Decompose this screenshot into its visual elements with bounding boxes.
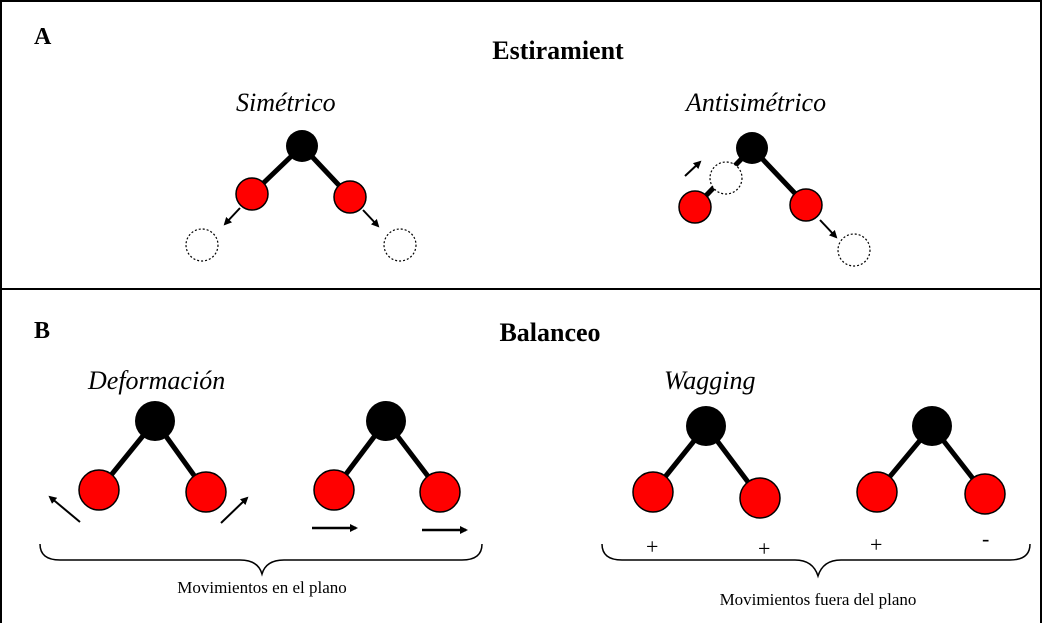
displaced-atom — [185, 228, 219, 262]
displaced-atom — [837, 233, 871, 267]
central-atom — [286, 130, 318, 162]
molecule-deformation-2 — [312, 401, 468, 534]
outer-atom — [964, 473, 1006, 515]
panel-a-letter: A — [34, 24, 52, 50]
central-atom — [135, 401, 175, 441]
displacement-arrow — [48, 495, 81, 523]
central-atom — [736, 132, 768, 164]
molecule-symmetric — [185, 130, 417, 262]
outer-atom — [739, 477, 781, 519]
outer-atom — [235, 177, 269, 211]
outer-atom — [789, 188, 823, 222]
outer-atom — [678, 190, 712, 224]
caption-out-of-plane: Movimientos fuera del plano — [719, 590, 917, 609]
central-atom — [366, 401, 406, 441]
displaced-atom — [383, 228, 417, 262]
brace-out-of-plane — [601, 543, 1031, 579]
outer-atom — [632, 471, 674, 513]
mode-label-wagging: Wagging — [664, 366, 756, 395]
mode-label-symmetric: Simétrico — [236, 88, 336, 117]
molecule-antisymmetric — [678, 132, 871, 267]
outer-atom — [419, 471, 461, 513]
panel-bending — [0, 288, 1042, 623]
displaced-atom — [709, 161, 743, 195]
displacement-arrow — [223, 207, 241, 226]
sign-plus-3: + — [870, 532, 883, 557]
panel-a-title: Estiramient — [492, 36, 624, 65]
panel-b-title: Balanceo — [499, 318, 601, 347]
caption-in-plane: Movimientos en el plano — [177, 578, 347, 597]
molecule-deformation-1 — [48, 401, 249, 524]
brace-in-plane — [39, 543, 483, 577]
mode-label-deformation: Deformación — [88, 366, 226, 395]
displacement-arrow — [220, 496, 249, 524]
displacement-arrow — [362, 209, 380, 228]
displacement-arrow — [684, 160, 702, 177]
central-atom — [686, 406, 726, 446]
outer-atom — [313, 469, 355, 511]
outer-atom — [333, 180, 367, 214]
molecule-wagging-1 — [632, 406, 781, 519]
mode-label-antisymmetric: Antisimétrico — [686, 88, 827, 117]
outer-atom — [78, 469, 120, 511]
sign-plus-2: + — [758, 536, 771, 561]
outer-atom — [856, 471, 898, 513]
displacement-arrow — [819, 219, 838, 239]
sign-plus-1: + — [646, 534, 659, 559]
panel-b-letter: B — [34, 318, 51, 344]
molecule-wagging-2 — [856, 406, 1006, 515]
outer-atom — [185, 471, 227, 513]
sign-minus: - — [982, 526, 990, 551]
central-atom — [912, 406, 952, 446]
